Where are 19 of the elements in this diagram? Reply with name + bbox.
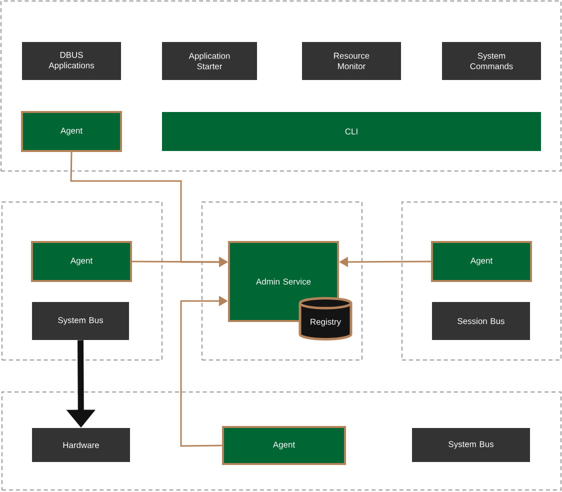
group-frame xyxy=(202,202,362,360)
group-frame xyxy=(0,0,562,172)
component-box: System Bus xyxy=(32,302,129,340)
component-box: Session Bus xyxy=(432,302,530,340)
agent-box: Agent xyxy=(31,241,132,282)
agent-box: Agent xyxy=(21,111,122,152)
component-box: System Commands xyxy=(442,42,541,80)
component-box: Hardware xyxy=(32,428,130,462)
component-box: DBUS Applications xyxy=(22,42,121,80)
component-box: Resource Monitor xyxy=(302,42,401,80)
cli-bar: CLI xyxy=(162,112,541,151)
group-frame xyxy=(2,392,562,490)
agent-box: Agent xyxy=(431,241,532,282)
group-frame xyxy=(2,202,162,360)
group-frame xyxy=(402,202,562,360)
component-box: System Bus xyxy=(412,428,530,462)
component-box: Application Starter xyxy=(162,42,257,80)
agent-box: Agent xyxy=(222,426,346,465)
database-cylinder: Registry xyxy=(298,296,352,340)
